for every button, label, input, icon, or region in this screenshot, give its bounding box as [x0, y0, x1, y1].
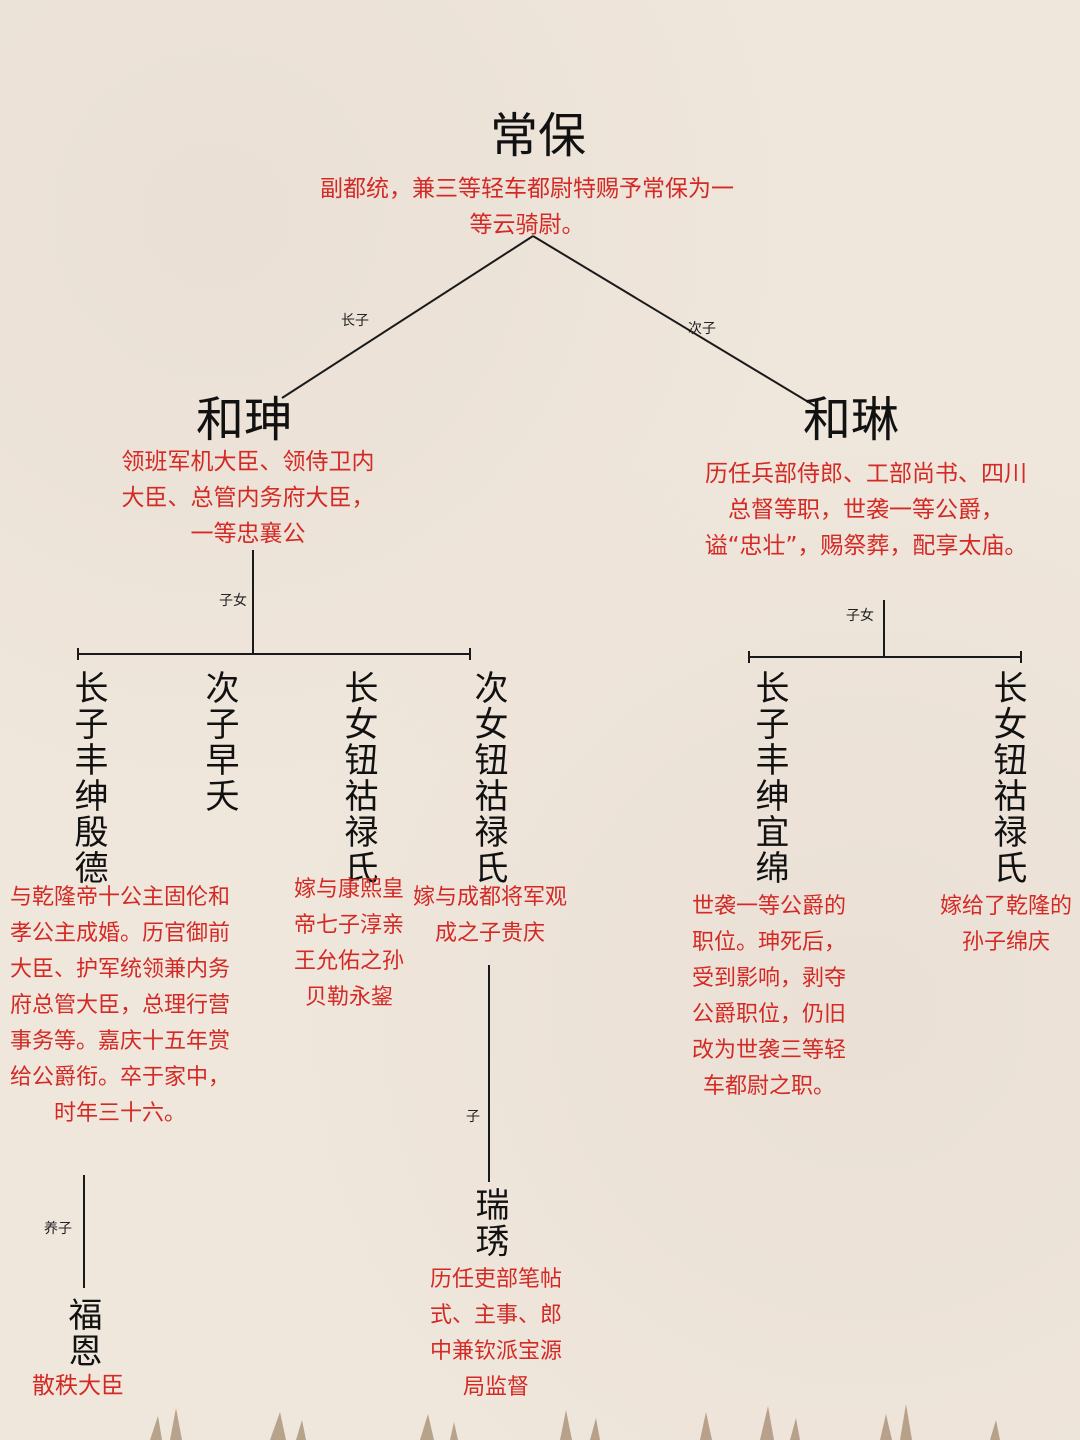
grandson-desc: 历任吏部笔帖式、主事、郎中兼钦派宝源局监督	[429, 1267, 562, 1400]
heshen-child-2-name: 次子早夭	[199, 670, 239, 814]
relation-eldest-son: 长子	[341, 313, 369, 329]
heshen-children-label: 子女	[219, 593, 247, 609]
helin-desc: 历任兵部侍郎、工部尚书、四川总督等职，世袭一等公爵，谥“忠壮”，赐祭葬，配享太庙…	[704, 461, 1028, 559]
root-desc: 副都统，兼三等轻车都尉特赐予常保为一等云骑尉。	[320, 176, 734, 238]
adopted-relation: 养子	[44, 1221, 72, 1237]
heshen-name: 和珅	[196, 392, 293, 448]
adopted-desc: 散秩大臣	[32, 1373, 124, 1399]
grass-decoration	[150, 1404, 1000, 1440]
helin-name: 和琳	[803, 392, 900, 448]
heshen-child-1-name: 长子丰绅殷德	[68, 670, 108, 886]
helin-child-1-desc: 世袭一等公爵的职位。珅死后，受到影响，剥夺公爵职位，仍旧改为世袭三等轻车都尉之职…	[691, 894, 846, 1099]
adopted-name: 福恩	[62, 1297, 102, 1369]
heshen-child-4-desc: 嫁与成都将军观成之子贵庆	[412, 885, 567, 946]
helin-children-label: 子女	[846, 608, 874, 624]
relation-second-son: 次子	[688, 321, 716, 337]
grandson-relation: 子	[466, 1109, 480, 1125]
heshen-child-1-desc: 与乾隆帝十公主固伦和孝公主成婚。历官御前大臣、护军统领兼内务府总管大臣，总理行营…	[9, 885, 230, 1126]
heshen-child-3-desc: 嫁与康熙皇帝七子淳亲王允佑之孙贝勒永鋆	[294, 877, 405, 1010]
helin-child-2-name: 长女钮祜禄氏	[987, 670, 1027, 886]
helin-child-2-desc: 嫁给了乾隆的孙子绵庆	[939, 894, 1072, 955]
heshen-child-3-name: 长女钮祜禄氏	[338, 670, 378, 886]
line-root-heshen	[281, 235, 534, 399]
line-root-helin	[532, 235, 816, 407]
heshen-desc: 领班军机大臣、领侍卫内大臣、总管内务府大臣，一等忠襄公	[121, 449, 375, 547]
heshen-child-4-name: 次女钮祜禄氏	[468, 670, 508, 886]
root-name: 常保	[490, 108, 587, 164]
helin-child-1-name: 长子丰绅宜绵	[749, 670, 789, 886]
grandson-name: 瑞琇	[469, 1187, 509, 1259]
